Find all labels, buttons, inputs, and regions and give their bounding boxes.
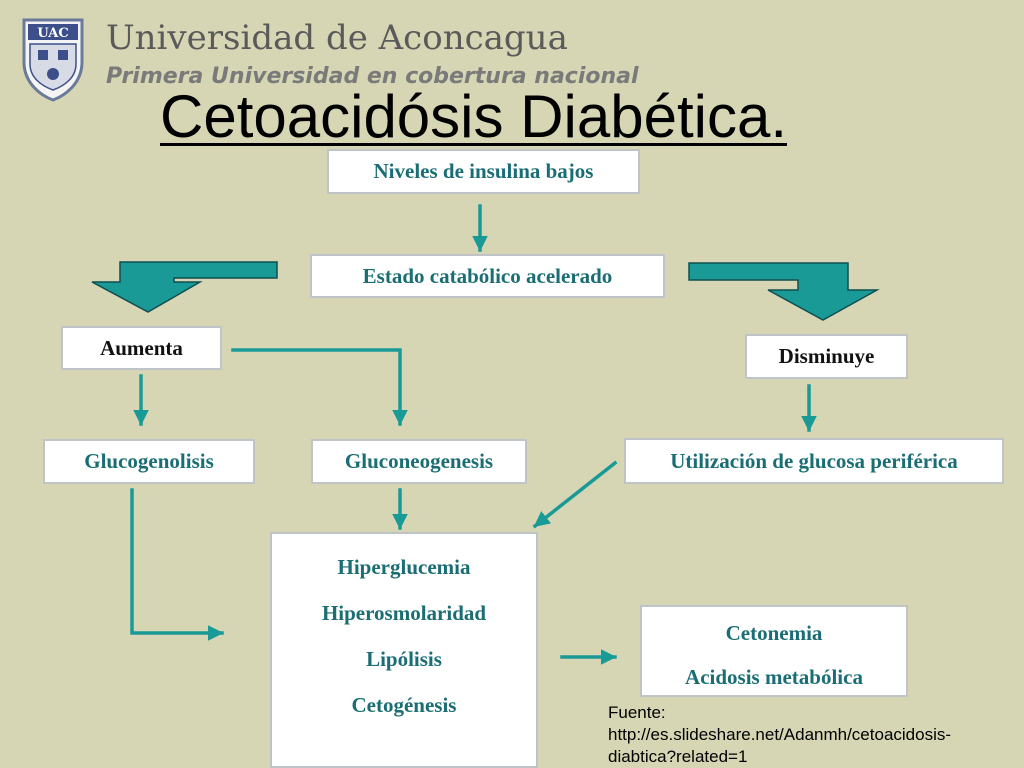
efecto-item: Hiperosmolaridad: [321, 601, 487, 625]
university-tagline: Primera Universidad en cobertura naciona…: [106, 64, 639, 89]
node-utilizacion-glucosa: Utilización de glucosa periférica: [624, 438, 1004, 484]
node-disminuye: Disminuye: [745, 334, 908, 379]
efecto-item: Lipólisis: [366, 647, 442, 671]
block-arrow-left: [91, 261, 278, 313]
crest-lettering: UAC: [37, 26, 68, 41]
node-glucogenolisis: Glucogenolisis: [43, 439, 255, 484]
source-note: Fuente: http://es.slideshare.net/Adanmh/…: [608, 702, 951, 768]
arrow-aumenta-gluconeogenesis: [231, 348, 408, 426]
university-crest-icon: UAC: [22, 18, 84, 102]
node-estado-catabolico: Estado catabólico acelerado: [310, 254, 665, 298]
node-gluconeogenesis: Gluconeogenesis: [311, 439, 527, 484]
block-arrow-right: [688, 262, 880, 321]
resultado-item: Cetonemia: [725, 621, 823, 645]
source-label: Fuente:: [608, 703, 666, 722]
node-aumenta: Aumenta: [61, 326, 222, 370]
source-url-line2[interactable]: diabtica?related=1: [608, 747, 748, 766]
arrow-utilizacion-efectos: [532, 460, 618, 529]
node-insulina-bajos: Niveles de insulina bajos: [327, 149, 640, 194]
node-efectos: Hiperglucemia Hiperosmolaridad Lipólisis…: [270, 532, 538, 768]
source-url-line1[interactable]: http://es.slideshare.net/Adanmh/cetoacid…: [608, 725, 952, 744]
arrow-glucogenolisis-efectos: [130, 488, 224, 641]
efecto-item: Hiperglucemia: [337, 555, 471, 579]
resultado-item: Acidosis metabólica: [685, 665, 863, 689]
node-resultado: Cetonemia Acidosis metabólica: [640, 605, 908, 697]
efecto-item: Cetogénesis: [351, 693, 457, 717]
slide-title: Cetoacidósis Diabética.: [160, 83, 787, 150]
university-name: Universidad de Aconcagua: [106, 18, 568, 58]
